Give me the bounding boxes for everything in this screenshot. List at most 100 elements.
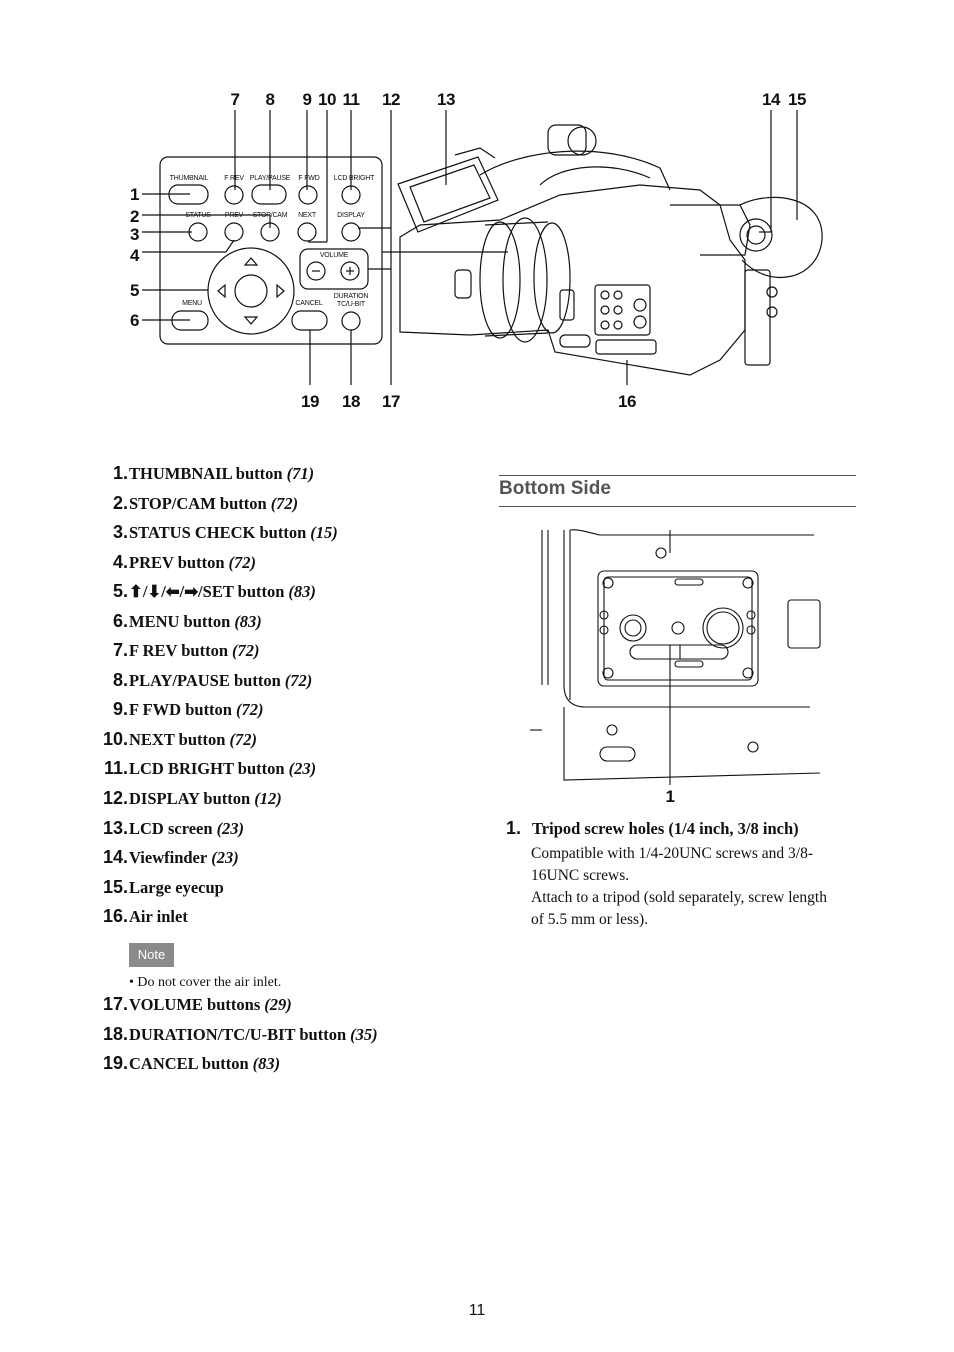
page-number: 11 (468, 1302, 486, 1319)
list-item: 8.PLAY/PAUSE button(72) (96, 670, 476, 700)
label-next: NEXT (298, 212, 316, 219)
parts-list: 1.THUMBNAIL button(71)2.STOP/CAM button(… (96, 463, 476, 936)
list-item-page-ref: (15) (310, 523, 338, 543)
list-item: 13.LCD screen(23) (96, 818, 476, 848)
list-item-title: F FWD button (129, 700, 232, 720)
list-item-title: THUMBNAIL button (129, 464, 283, 483)
list-item-page-ref: (29) (264, 995, 292, 1014)
list-item-title: STATUS CHECK button (129, 523, 307, 543)
list-item-number: 6. (112, 610, 128, 631)
tripod-item-num: 1. (506, 818, 522, 838)
list-item-number: 19. (102, 1053, 128, 1074)
tripod-desc-line: 16UNC screws. (531, 867, 630, 884)
callout-2: 2 (130, 207, 140, 226)
list-item-page-ref: (72) (284, 670, 313, 690)
list-item-title: MENU button (129, 611, 231, 631)
list-item-number: 10. (102, 728, 128, 749)
callout-1: 1 (130, 185, 140, 204)
callout-6: 6 (130, 311, 140, 330)
callout-4: 4 (130, 246, 140, 265)
list-item: 14.Viewfinder(23) (96, 847, 476, 877)
list-item-number: 17. (102, 994, 128, 1014)
callout-11: 11 (342, 90, 360, 109)
callout-3: 3 (130, 225, 140, 244)
callout-19: 19 (301, 392, 319, 411)
callout-5: 5 (130, 281, 140, 300)
bottom-side-drawing (530, 529, 821, 785)
label-display: DISPLAY (337, 212, 365, 219)
list-item: 6.MENU button(83) (96, 611, 476, 641)
list-item: 12.DISPLAY button(12) (96, 788, 476, 818)
callout-17: 17 (382, 392, 400, 411)
list-item-title: PREV button (129, 552, 225, 572)
list-item: 5.⬆/⬇/⬅/➡/SET button(83) (96, 581, 476, 611)
list-item-number: 15. (102, 876, 128, 897)
label-play-pause: PLAY/PAUSE (249, 175, 291, 182)
list-item-page-ref: (83) (234, 611, 262, 631)
label-menu: MENU (182, 300, 202, 307)
parts-list-continued: 17.VOLUME buttons(29)18.DURATION/TC/U-BI… (96, 994, 476, 1083)
list-item-page-ref: (72) (228, 552, 257, 572)
list-item-title: NEXT button (129, 729, 226, 749)
list-item-page-ref: (23) (211, 848, 239, 868)
section-rule-top (499, 475, 856, 476)
list-item-page-ref: (72) (270, 493, 299, 513)
callout-10: 10 (318, 90, 336, 109)
tripod-item-title: Tripod screw holes (1/4 inch, 3/8 inch) (532, 819, 799, 838)
list-item-page-ref: (83) (288, 582, 316, 602)
list-item-number: 5. (112, 581, 128, 602)
list-item-page-ref: (83) (252, 1054, 281, 1074)
list-item-number: 3. (112, 522, 128, 543)
callout-14: 14 (762, 90, 780, 109)
label-cancel: CANCEL (295, 300, 323, 307)
list-item: 4.PREV button(72) (96, 552, 476, 582)
list-item-title: VOLUME buttons (129, 995, 261, 1014)
list-item-title: Air inlet (129, 907, 188, 927)
note-badge: Note (129, 943, 174, 967)
tripod-desc-line: Compatible with 1/4-20UNC screws and 3/8… (531, 845, 813, 862)
note-text: • Do not cover the air inlet. (129, 975, 282, 990)
list-item-page-ref: (23) (288, 759, 317, 779)
list-item-title: LCD screen (129, 818, 213, 838)
list-item-title: STOP/CAM button (129, 493, 267, 513)
list-item-page-ref: (72) (232, 641, 260, 661)
list-item-number: 14. (102, 847, 128, 868)
list-item-title: DISPLAY button (129, 789, 251, 809)
list-item-number: 8. (112, 669, 128, 690)
label-prev: PREV (224, 212, 244, 219)
list-item-number: 1. (112, 463, 128, 483)
list-item: 18.DURATION/TC/U-BIT button(35) (96, 1024, 476, 1054)
tripod-desc-line: Attach to a tripod (sold separately, scr… (531, 889, 827, 906)
list-item: 3.STATUS CHECK button(15) (96, 522, 476, 552)
label-f-fwd: F FWD (298, 175, 320, 182)
list-item-page-ref: (35) (350, 1024, 378, 1044)
section-rule-bottom (499, 506, 856, 507)
list-item: 17.VOLUME buttons(29) (96, 994, 476, 1024)
bottom-callout-1: 1 (665, 787, 675, 806)
label-duration: DURATION (333, 293, 369, 300)
label-f-rev: F REV (224, 175, 244, 182)
list-item-title: CANCEL button (129, 1054, 249, 1074)
callout-7: 7 (230, 90, 240, 109)
list-item-number: 4. (112, 551, 128, 572)
list-item-number: 16. (102, 906, 128, 927)
list-item-number: 7. (112, 640, 128, 661)
tripod-desc-line: of 5.5 mm or less). (531, 911, 649, 928)
list-item-number: 9. (112, 699, 128, 720)
callout-9: 9 (302, 90, 312, 109)
list-item-number: 12. (102, 788, 128, 809)
label-volume: VOLUME (319, 252, 349, 259)
list-item-page-ref: (71) (286, 464, 315, 483)
callout-13: 13 (437, 90, 455, 109)
tripod-item: 1. Tripod screw holes (1/4 inch, 3/8 inc… (506, 818, 799, 839)
callout-8: 8 (265, 90, 275, 109)
list-item-page-ref: (23) (216, 818, 245, 838)
list-item-number: 2. (112, 492, 128, 513)
section-title-bottom-side: Bottom Side (499, 478, 611, 499)
list-item-page-ref: (72) (229, 729, 257, 749)
callout-12: 12 (382, 90, 400, 109)
list-item: 7.F REV button(72) (96, 640, 476, 670)
label-lcd-bright: LCD BRIGHT (333, 175, 375, 182)
list-item: 10.NEXT button(72) (96, 729, 476, 759)
list-item: 16.Air inlet (96, 906, 476, 936)
